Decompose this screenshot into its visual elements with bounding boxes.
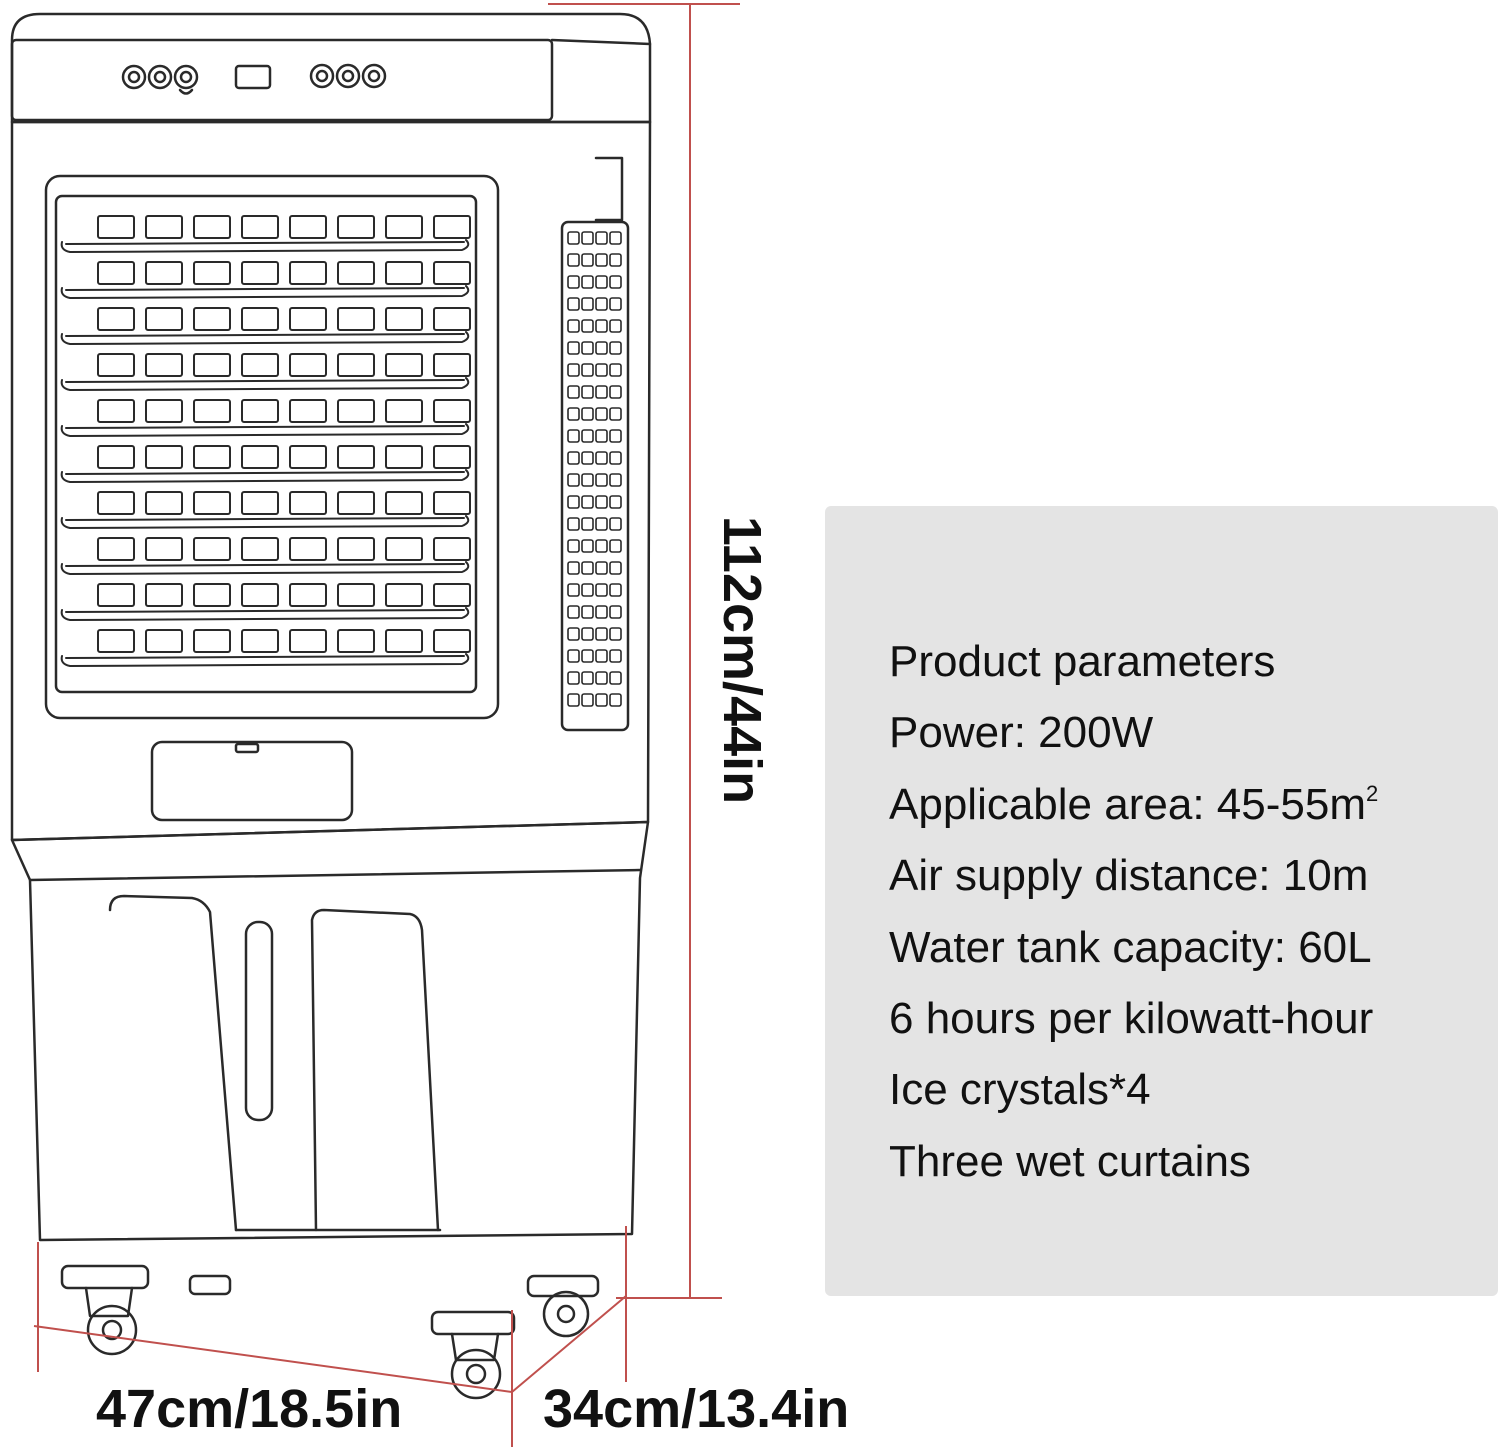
front-handle [150,740,354,822]
parameter-wet-curtains: Three wet curtains [889,1136,1251,1186]
grille-frame [44,174,500,720]
height-dimension-label: 112cm/44in [712,515,772,805]
height-dimension-line [548,3,740,1299]
parameter-label: Air supply distance [889,851,1259,901]
parameter-label: Power [889,708,1014,758]
width-dimension-label: 47cm/18.5in [96,1379,403,1439]
parameter-label: Water tank capacity [889,922,1274,972]
caster-rear-right [526,1274,600,1338]
knob-group-left [121,64,199,95]
digital-display [234,64,272,90]
caster-front-right [430,1310,516,1400]
side-vent [560,220,630,732]
parameters-heading: Product parameters [889,637,1276,686]
depth-dimension-label: 34cm/13.4in [543,1379,850,1439]
parameter-value: 60L [1298,922,1372,972]
parameter-power: Power: 200W [889,708,1154,758]
water-level-window [244,920,274,1122]
parameter-list: Product parameters Power: 200W Applicabl… [889,626,1378,1197]
parameter-ice-crystals: Ice crystals*4 [889,1065,1151,1115]
parameter-air-supply-distance: Air supply distance: 10m [889,851,1369,901]
louver-grille [60,215,471,667]
parameter-label: Applicable area [889,779,1193,829]
parameter-value: 200W [1038,708,1154,758]
width-dimension-line [33,1242,513,1447]
caster-front-left [60,1264,150,1356]
knob-group-right [309,63,387,89]
parameter-applicable-area: Applicable area: 45-55m2 [889,779,1379,829]
control-strip [10,38,554,122]
tank-front-panel [108,894,440,1232]
parameter-energy-use: 6 hours per kilowatt-hour [889,994,1374,1044]
parameter-value: 45-55m [1216,779,1366,829]
tank-base [10,820,650,1242]
parameter-water-tank-capacity: Water tank capacity: 60L [889,922,1372,972]
parameter-value: 10m [1282,851,1369,901]
rear-foot [188,1274,232,1296]
parameter-superscript: 2 [1365,780,1379,806]
depth-dimension-line [511,1226,627,1393]
product-parameters-panel: Product parameters Power: 200W Applicabl… [825,506,1498,1296]
